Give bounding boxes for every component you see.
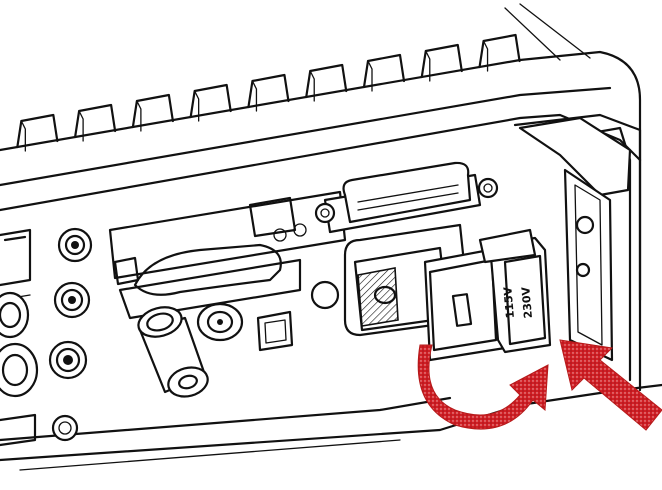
left-connector-block	[0, 228, 39, 447]
cooling-fin-edge	[251, 80, 258, 112]
ground-terminal	[310, 280, 340, 310]
cooling-fin-edge	[425, 50, 431, 82]
cooling-fin-edge	[20, 120, 26, 152]
cooling-fin	[74, 103, 117, 139]
cooling-fin	[305, 63, 348, 99]
binding-post-middle	[53, 281, 91, 319]
cooling-fin-edge	[78, 110, 84, 142]
cooling-fin	[478, 33, 521, 69]
binding-post-bottom	[48, 340, 88, 380]
cooling-fin	[420, 43, 463, 79]
cooling-fin-edge	[367, 60, 373, 92]
bnc-connector	[137, 302, 244, 398]
fuse-holder[interactable]: 115V 230V	[423, 228, 552, 362]
mounting-screw-left	[51, 414, 79, 442]
cooling-fin-edge	[194, 90, 200, 122]
cooling-fin	[131, 93, 174, 129]
chassis-top	[0, 3, 642, 302]
cooling-fin	[189, 83, 232, 119]
cooling-fin-edge	[309, 70, 315, 102]
cooling-fin	[16, 113, 59, 149]
gpib-connector	[314, 161, 499, 234]
fuse-label-115v: 115V	[501, 286, 517, 319]
cooling-fin-edge	[136, 100, 142, 132]
side-door	[518, 116, 632, 362]
cooling-fin-edge	[482, 40, 489, 72]
cooling-fin	[247, 73, 290, 109]
cooling-fin	[362, 53, 406, 89]
curved-arrow-icon	[417, 344, 549, 430]
straight-arrow-icon	[559, 339, 662, 431]
binding-post-top	[57, 227, 93, 263]
usb-port	[256, 310, 294, 352]
fuse-label-230v: 230V	[519, 286, 535, 319]
option-slot	[108, 190, 347, 320]
cooling-fins	[16, 33, 521, 152]
